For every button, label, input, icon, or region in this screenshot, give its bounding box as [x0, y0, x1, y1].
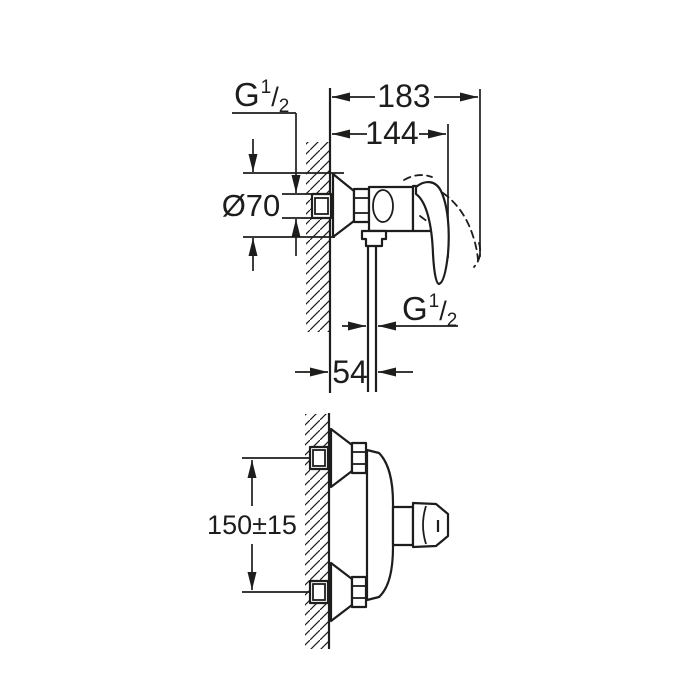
bottom-supply-connection: [308, 561, 368, 623]
dimension-body-depth: 144: [332, 115, 449, 258]
dimension-label-54: 54: [332, 354, 368, 390]
dimension-escutcheon-diameter: Ø70: [222, 139, 344, 271]
front-view: 150±15: [207, 413, 450, 649]
supply-union-fitting: [308, 445, 330, 471]
escutcheon-cone: [329, 427, 354, 489]
dimension-outlet-offset: 54: [295, 354, 413, 390]
handle-swing-ghost-arc: [403, 174, 433, 181]
dimension-outlet-thread: G1/2: [342, 290, 458, 331]
dimension-connection-spacing: 150±15: [207, 457, 311, 593]
supply-union-fitting: [310, 192, 333, 220]
outlet-collar: [360, 229, 388, 248]
dimension-supply-thread: G1/2: [232, 76, 313, 256]
supply-union-inner: [314, 197, 329, 215]
mixer-front-profile: [365, 448, 450, 602]
dimension-label-183: 183: [377, 78, 430, 114]
dimension-label-150: 150±15: [207, 510, 297, 540]
top-supply-connection: [308, 427, 368, 489]
handle-swing-ghost-tip: [473, 242, 482, 268]
union-nut: [350, 441, 368, 475]
dimension-label-144: 144: [365, 115, 418, 151]
union-nut: [352, 187, 371, 224]
escutcheon-cone: [329, 561, 354, 623]
thread-label-g12-top: G1/2: [234, 76, 289, 117]
dimension-overall-depth: 183: [332, 78, 481, 257]
knob-dome-arc: [422, 505, 427, 545]
handle-knob-cap: [411, 501, 450, 549]
mixer-body-shield: [365, 448, 395, 602]
side-view: 183 144 G1/2 Ø70: [222, 76, 482, 393]
thread-label-g12-outlet: G1/2: [402, 290, 457, 331]
handle-swing-ghost-tick: [419, 215, 429, 223]
supply-union-inner: [312, 583, 326, 601]
handle-neck: [391, 505, 415, 547]
handle-swing-ghost-arc: [442, 192, 479, 261]
cartridge-dome: [372, 189, 394, 223]
dimension-label-d70: Ø70: [222, 188, 281, 223]
escutcheon-cone: [331, 172, 356, 239]
lever-handle: [414, 181, 450, 286]
union-nut: [350, 575, 368, 609]
supply-union-fitting: [308, 579, 330, 605]
mixer-side-profile: [310, 172, 482, 392]
supply-union-inner: [312, 449, 326, 467]
